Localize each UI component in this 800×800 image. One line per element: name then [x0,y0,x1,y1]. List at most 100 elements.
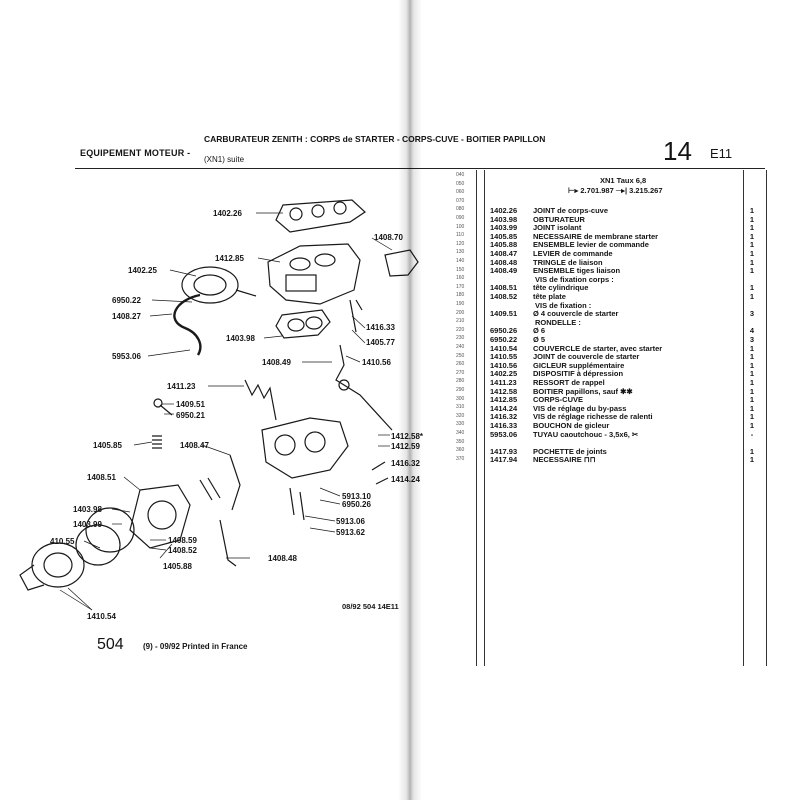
row-index: 280 [456,378,465,385]
row-index: 250 [456,352,465,359]
part-description: RONDELLE : [535,317,581,327]
part-ref: 1408.48 [490,257,518,267]
page-subtitle: (XN1) suite [204,155,245,164]
exploded-parts-diagram: 1402.26 1412.85 1408.70 1402.25 6950.22 … [19,199,424,621]
diagram-label: 6950.26 [342,500,371,509]
part-ref: 6950.26 [490,326,518,336]
part-ref: 1403.99 [490,223,518,233]
page-number: 14 [663,136,692,166]
part-description: OBTURATEUR [533,214,585,224]
diagram-label: 1408.48 [268,554,297,563]
part-ref: 1408.47 [490,249,518,258]
part-description: GICLEUR supplémentaire [533,360,625,370]
part-quantity: 1 [749,249,755,258]
diagram-label: 1402.26 [213,209,242,218]
row-index: 360 [456,447,465,454]
part-description: TUYAU caoutchouc - 3,5x6, ✂ [533,429,639,439]
row-index: 220 [456,326,465,333]
row-index: 230 [456,335,465,342]
diagram-label: 1409.51 [176,400,205,409]
diagram-label: 5913.06 [336,517,365,526]
part-description: DISPOSITIF à dépression [533,369,624,379]
diagram-label: 1408.52 [168,546,197,555]
table-range-header: ⊢▸ 2.701.987 ─▸| 3.215.267 [568,186,663,195]
diagram-label: 1412.58* [391,432,424,441]
row-index: 040 [456,172,465,178]
part-description: RESSORT de rappel [533,378,605,387]
row-index: 140 [456,258,465,264]
row-index: 300 [456,395,465,402]
diagram-label: 1408.51 [87,473,116,482]
part-description: JOINT de couvercle de starter [533,352,640,362]
part-ref: 1408.52 [490,292,518,301]
part-ref: 1410.55 [490,352,518,362]
diaphragm-shape [181,266,239,304]
diagram-label: 1410.56 [362,358,391,367]
diagram-label: 1416.32 [391,459,420,468]
part-quantity: 1 [749,446,755,456]
row-index: 200 [456,309,465,316]
row-index: 340 [456,430,465,436]
spacer-shape [275,309,331,339]
gasket-shape [275,199,366,233]
part-quantity: 1 [749,257,755,267]
section-heading: EQUIPEMENT MOTEUR - [80,148,191,158]
part-ref: 1405.88 [490,240,518,250]
row-index: 090 [456,215,465,221]
part-description: CORPS-CUVE [533,395,584,405]
diagram-label: 1408.27 [112,312,141,321]
part-quantity: 1 [749,378,755,387]
part-ref: 5953.06 [490,429,518,439]
range-from-arrow-icon: ⊢▸ [568,186,581,195]
part-quantity: 1 [749,231,755,241]
diagram-label: 5953.06 [112,352,141,361]
diagram-label: 1408.47 [180,441,209,450]
row-index: 060 [456,189,465,196]
part-quantity: 1 [749,214,755,224]
part-description: VIS de réglage richesse de ralenti [533,412,653,422]
diagram-labels: 1402.26 1412.85 1408.70 1402.25 6950.22 … [50,209,424,621]
part-quantity: 1 [749,352,755,362]
part-description: JOINT de corps-cuve [533,206,609,215]
part-ref: 1403.98 [490,214,518,224]
row-index: 240 [456,344,465,350]
diagram-label: 1412.59 [391,442,420,451]
row-index: 110 [456,232,464,239]
range-from: 2.701.987 [580,186,614,195]
diagram-label: 1403.98 [73,505,102,514]
row-index: 130 [456,249,465,256]
part-quantity: 1 [749,403,755,413]
header-rule [75,168,765,169]
part-ref: 1402.25 [490,369,518,379]
part-ref: 1410.54 [490,343,518,353]
row-index: 080 [456,206,465,213]
part-ref: 1408.51 [490,283,518,293]
part-ref: 1412.58 [490,386,518,396]
row-index: 290 [456,387,465,393]
part-description: ENSEMBLE levier de commande [533,240,649,250]
part-description: LEVIER de commande [533,249,613,258]
part-description: BOITIER papillons, sauf ✱✱ [533,386,633,396]
part-ref: 1412.85 [490,395,518,405]
part-description: POCHETTE de joints [533,446,607,456]
diagram-label: 1410.54 [87,612,116,621]
throttle-body-shape [261,417,349,479]
row-index: 120 [456,240,465,247]
part-quantity: - [750,429,754,439]
part-ref: 1405.85 [490,231,518,241]
part-quantity: 1 [749,386,755,396]
diagram-label: 1408.49 [262,358,291,367]
starter-body-shape [129,484,191,549]
row-index: 270 [456,369,465,376]
diagram-label: 6950.22 [112,296,141,305]
row-index: 160 [456,275,465,282]
part-ref: 1410.56 [490,360,518,370]
part-ref: 1416.33 [490,421,518,430]
parts-table-frame [476,170,767,666]
diagram-label: 1408.59 [168,536,197,545]
diagram-label: 1405.77 [366,338,395,347]
row-index: 150 [456,266,465,273]
diagram-label: 1416.33 [366,323,395,332]
part-description: BOUCHON de gicleur [533,421,610,430]
